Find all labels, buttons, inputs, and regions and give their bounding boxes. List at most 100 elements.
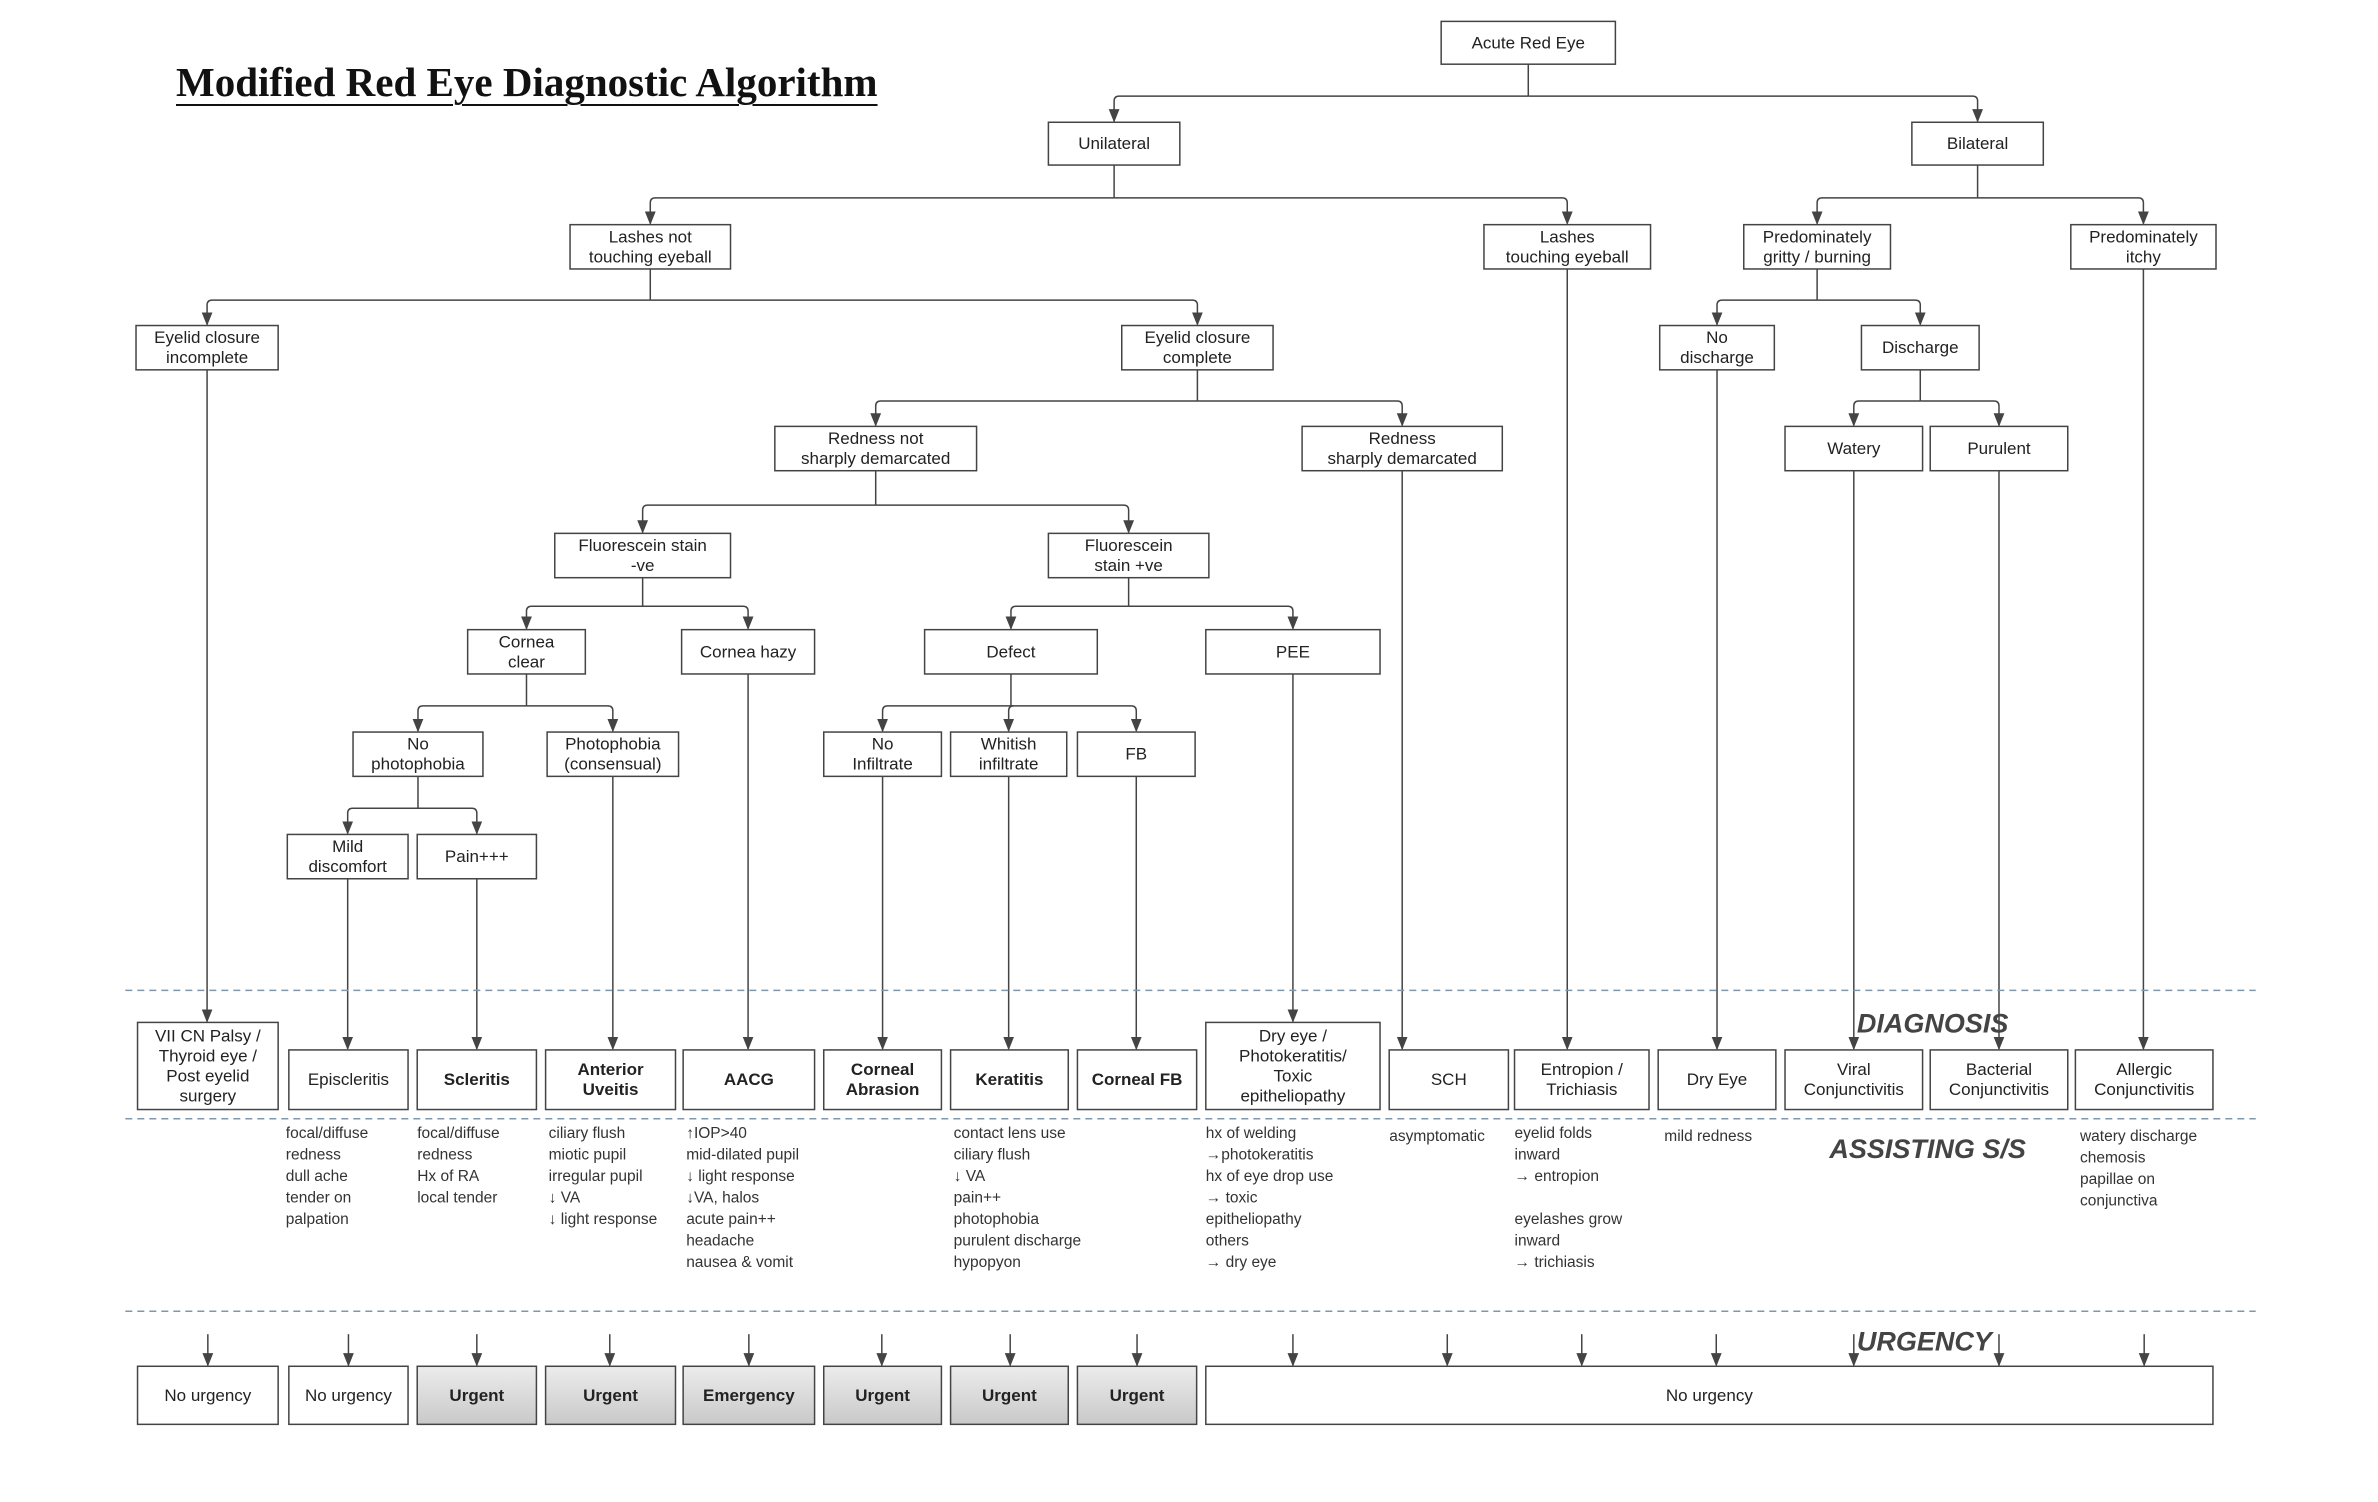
- urgency-scleritis: Urgent: [416, 1365, 538, 1426]
- assisting-line: mid-dilated pupil: [686, 1147, 799, 1164]
- node-purulent: Purulent: [1929, 425, 2069, 472]
- urgency-vii: No urgency: [136, 1365, 279, 1426]
- urgency-keratitis: Urgent: [949, 1365, 1070, 1426]
- node-no-photo-label: No: [407, 735, 429, 754]
- node-acute: Acute Red Eye: [1440, 20, 1617, 65]
- diagnosis-cornealfb: Corneal FB: [1076, 1049, 1198, 1111]
- node-discharge-label: Discharge: [1882, 338, 1959, 357]
- arrow-defect-no_infil: [877, 705, 1011, 733]
- node-fl-pos-label: Fluorescein: [1085, 536, 1173, 555]
- diagnosis-dryeye-pk-label: Dry eye /: [1259, 1026, 1327, 1045]
- urgency-episcleritis: No urgency: [288, 1365, 409, 1426]
- arrow-lid_complete-red_not: [870, 400, 1198, 427]
- assisting-line: redness: [286, 1147, 341, 1164]
- node-defect: Defect: [923, 628, 1099, 675]
- arrow-acute-bilateral: [1528, 95, 1983, 123]
- arrow-fl_pos-pee: [1128, 605, 1299, 630]
- node-photo-label: Photophobia: [565, 735, 661, 754]
- arrow-no_photo-mild: [342, 807, 418, 835]
- arrow-unilateral-lashes_touch: [1114, 197, 1573, 226]
- urgency-rest-label: No urgency: [1666, 1386, 1753, 1405]
- assisting-sch: asymptomatic: [1389, 1128, 1485, 1145]
- diagnosis-vii-label: surgery: [180, 1086, 237, 1105]
- arrow-lashes_not-lid_incomplete: [201, 299, 651, 326]
- assisting-line: chemosis: [2080, 1150, 2146, 1167]
- assisting-line: ↓VA, halos: [686, 1190, 759, 1207]
- node-fb-label: FB: [1125, 745, 1147, 764]
- assisting-line: mild redness: [1664, 1128, 1752, 1145]
- arrow-bilateral-gritty: [1811, 197, 1978, 226]
- diagnosis-sch: SCH: [1388, 1049, 1510, 1111]
- urgency-aacg: Emergency: [682, 1365, 816, 1426]
- assisting-line: → toxic: [1206, 1190, 1258, 1207]
- urgency-abrasion-label: Urgent: [855, 1386, 910, 1405]
- arrow-cornea_clear-photo: [526, 705, 619, 733]
- assisting-line: ↓ VA: [954, 1168, 986, 1185]
- diagnosis-uveitis-label: Uveitis: [583, 1080, 639, 1099]
- diagnosis-aacg-label: AACG: [724, 1070, 774, 1089]
- node-watery: Watery: [1784, 425, 1924, 472]
- node-itchy-label: Predominately: [2089, 227, 2198, 246]
- diagnosis-keratitis: Keratitis: [949, 1049, 1070, 1111]
- assisting-line: Hx of RA: [417, 1168, 480, 1185]
- assisting-line: local tender: [417, 1190, 497, 1207]
- diagnosis-vii-label: Post eyelid: [166, 1066, 249, 1085]
- node-cornea-hazy-label: Cornea hazy: [700, 642, 797, 661]
- arrow-discharge-watery: [1848, 400, 1921, 427]
- node-fl-neg-label: Fluorescein stain: [578, 536, 707, 555]
- assisting-line: → dry eye: [1206, 1254, 1277, 1271]
- node-bilateral: Bilateral: [1911, 121, 2045, 166]
- diagnosis-abrasion-label: Corneal: [851, 1060, 914, 1079]
- node-fb: FB: [1076, 731, 1196, 778]
- assisting-line: → trichiasis: [1515, 1254, 1595, 1271]
- diagnosis-entropion-label: Entropion /: [1541, 1060, 1623, 1079]
- diagnosis-episcleritis: Episcleritis: [288, 1049, 409, 1111]
- node-lashes-not-label: Lashes not: [609, 227, 692, 246]
- assisting-line: ↓ light response: [686, 1168, 795, 1185]
- urgency-aacg-label: Emergency: [703, 1386, 795, 1405]
- diagnosis-abrasion-label: Abrasion: [846, 1080, 920, 1099]
- assisting-line: eyelashes grow: [1515, 1211, 1624, 1228]
- assisting-line: hx of welding: [1206, 1125, 1296, 1142]
- diagnosis-bacterial-label: Bacterial: [1966, 1060, 2032, 1079]
- node-red-sharp-label: sharply demarcated: [1328, 449, 1477, 468]
- urgency-vii-label: No urgency: [164, 1386, 251, 1405]
- assisting-line: hx of eye drop use: [1206, 1168, 1334, 1185]
- assisting-line: headache: [686, 1233, 754, 1250]
- page-title: Modified Red Eye Diagnostic Algorithm: [176, 59, 878, 105]
- node-no-photo-label: photophobia: [371, 755, 465, 774]
- assisting-line: acute pain++: [686, 1211, 776, 1228]
- node-unilateral: Unilateral: [1047, 121, 1181, 166]
- assisting-line: hypopyon: [954, 1254, 1021, 1271]
- diagnosis-allergic-label: Conjunctivitis: [2094, 1080, 2194, 1099]
- diagnosis-dryeye-label: Dry Eye: [1687, 1070, 1747, 1089]
- node-pee-label: PEE: [1276, 642, 1310, 661]
- arrow-bilateral-itchy: [1977, 197, 2149, 226]
- arrow-red_not-fl_neg: [637, 504, 876, 534]
- assisting-dryeye: mild redness: [1664, 1128, 1752, 1145]
- node-discharge: Discharge: [1860, 324, 1980, 371]
- assisting-line: watery discharge: [2079, 1128, 2197, 1145]
- diagnosis-sch-label: SCH: [1431, 1070, 1467, 1089]
- node-fl-neg: Fluorescein stain-ve: [554, 532, 732, 579]
- node-lid-complete-label: Eyelid closure: [1144, 328, 1250, 347]
- urgency-uveitis-label: Urgent: [583, 1386, 638, 1405]
- urgency-rest: No urgency: [1205, 1365, 2214, 1426]
- node-lashes-touch-label: Lashes: [1540, 227, 1595, 246]
- node-pain: Pain+++: [416, 833, 538, 880]
- node-no-infil-label: Infiltrate: [852, 755, 912, 774]
- assisting-line: contact lens use: [954, 1125, 1066, 1142]
